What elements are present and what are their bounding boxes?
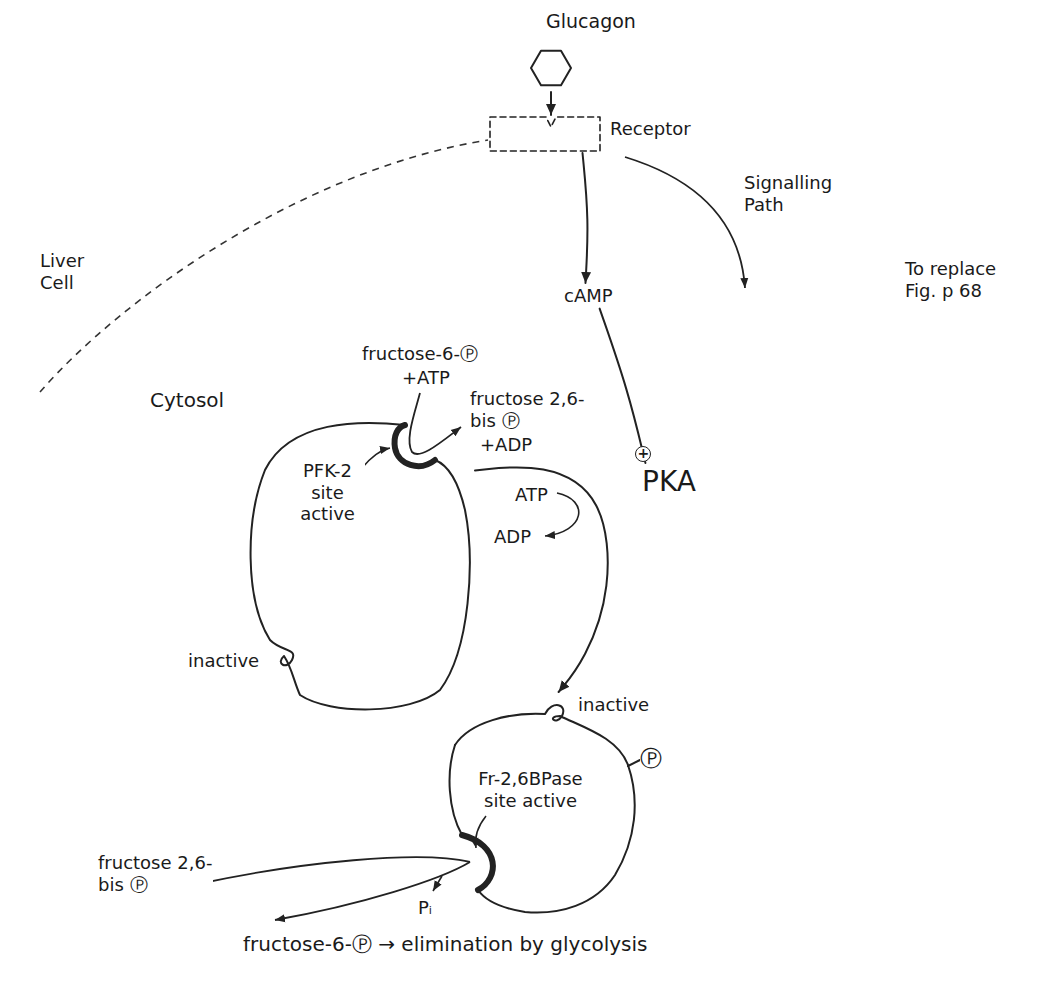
substrate-label-slot: fructose 2,6-bis Ⓟ [98, 852, 213, 895]
pfk2-enzyme-outline-path [251, 423, 470, 710]
pathway-arrow [600, 309, 646, 463]
cofactor-label-slot: ADP [494, 526, 531, 548]
pathway-label-slot: Signalling Path [744, 172, 844, 215]
edge-label-slot: + [635, 446, 651, 462]
pka-kinase: PKA [638, 463, 700, 501]
phosphate-label: Pᵢ [418, 897, 432, 919]
fbpase2-enzyme-text-slot: inactive [578, 694, 649, 716]
pfk2-enzyme-outline [245, 400, 475, 720]
editor-note-slot: To replace Fig. p 68 [905, 258, 1020, 301]
substrate-path [409, 393, 461, 454]
pathway-arrow [550, 92, 552, 115]
product-label-slot: fructose 2,6-bis Ⓟ [470, 388, 585, 431]
pfk2-enzyme-text-slot: PFK-2 site active [290, 460, 365, 525]
substrate-label: fructose 2,6-bis Ⓟ [98, 852, 213, 895]
fbpase2-enzyme-outline-path [628, 760, 640, 766]
coproduct-label: +ADP [480, 434, 532, 456]
glucagon-hexagon: Glucagon [528, 10, 653, 92]
product-path [275, 862, 470, 920]
pfk2-enzyme-text-slot: inactive [188, 650, 259, 672]
pathway-label: Signalling Path [744, 172, 844, 215]
cell-membrane [40, 140, 488, 392]
activation-sign: + [635, 446, 651, 462]
product-label: fructose 2,6-bis Ⓟ [470, 388, 585, 431]
cosubstrate-label-slot: +ATP [402, 367, 450, 389]
cofactor-label: ATP [515, 484, 548, 506]
fbpase2-enzyme-text: inactive [578, 694, 649, 716]
organ-label: Liver Cell [40, 250, 110, 293]
coproduct-label-slot: +ADP [480, 434, 532, 456]
fbpase2-enzyme-text: Ⓟ [640, 746, 662, 772]
receptor-box-text-slot: Receptor [610, 118, 691, 140]
outcome-label-slot: fructose-6-Ⓟ → elimination by glycolysis [243, 932, 647, 956]
pfk2-enzyme-text: inactive [188, 650, 259, 672]
pathway-arrow [583, 153, 588, 283]
cofactor-label-slot: ATP [515, 484, 548, 506]
glucagon-hexagon-text-slot: Glucagon [546, 10, 636, 33]
pathway-arrow [475, 467, 608, 692]
fbpase2-enzyme-text-slot: Ⓟ [640, 746, 662, 772]
phosphate-arrow [433, 876, 442, 891]
substrate-label: fructose-6-Ⓟ [362, 343, 478, 365]
pka-kinase-text: PKA [642, 465, 696, 499]
receptor-box-text: Receptor [610, 118, 691, 140]
atp-adp-arrow [545, 493, 579, 536]
receptor-box: Receptor [488, 115, 713, 153]
fbpase2-enzyme-outline-path [450, 745, 462, 835]
pfk2-enzyme-text: PFK-2 site active [290, 460, 365, 525]
fbpase2-enzyme-outline-path [462, 835, 493, 890]
fbpase2-enzyme-outline-path [455, 705, 635, 912]
site-pointer [362, 448, 390, 468]
camp-messenger-text: cAMP [564, 285, 613, 307]
signalling-arrow [625, 157, 745, 288]
outcome-label: fructose-6-Ⓟ → elimination by glycolysis [243, 932, 647, 956]
region-label: Cytosol [150, 388, 224, 412]
cofactor-label: ADP [494, 526, 531, 548]
glucagon-hexagon-text: Glucagon [546, 10, 636, 33]
pfk2-enzyme: PFK-2 site activeinactive [245, 400, 475, 720]
organ-label-slot: Liver Cell [40, 250, 110, 293]
substrate-label-slot: fructose-6-Ⓟ [362, 343, 478, 365]
fbpase2-enzyme: inactiveⓅ Fr-2,6BPase site active [430, 692, 666, 917]
fbpase2-enzyme-text: Fr-2,6BPase site active [468, 768, 593, 811]
fbpase2-enzyme-text-slot: Fr-2,6BPase site active [468, 768, 593, 811]
pfk2-enzyme-outline-path [395, 425, 435, 466]
camp-messenger: cAMP [560, 283, 617, 309]
phosphate-label-slot: Pᵢ [418, 897, 432, 919]
glucagon-hexagon-outline-path [531, 51, 571, 86]
receptor-box-outline-path [490, 117, 600, 151]
cosubstrate-label: +ATP [402, 367, 450, 389]
region-label-slot: Cytosol [150, 388, 224, 412]
editor-note: To replace Fig. p 68 [905, 258, 1020, 301]
